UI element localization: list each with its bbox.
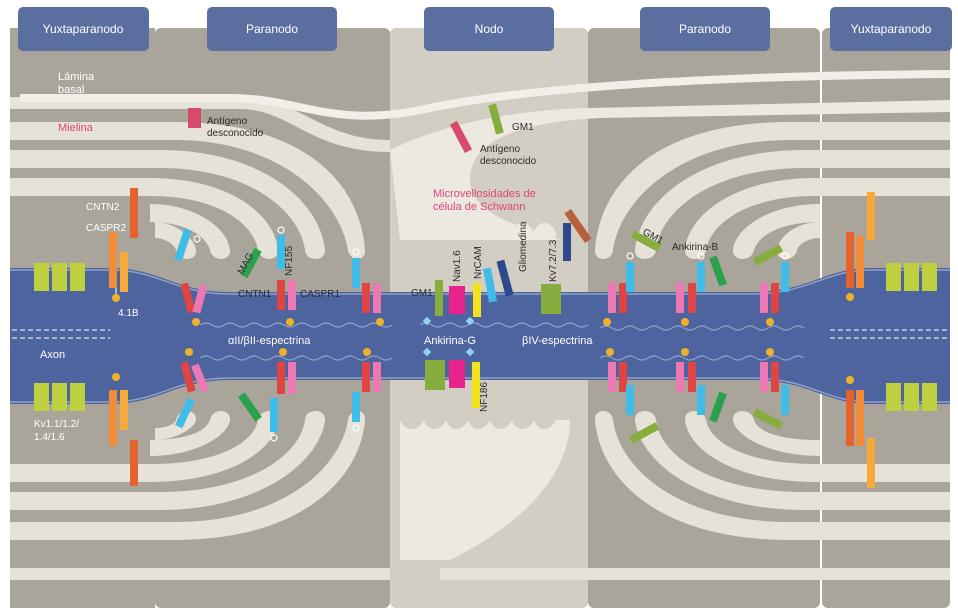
axon-body	[10, 268, 950, 404]
header-paranodo-right-label: Paranodo	[679, 22, 731, 36]
caspr2-cntn2-right-bottom	[846, 376, 875, 488]
label-mielina: Mielina	[58, 122, 94, 134]
label-caspr2: CASPR2	[86, 223, 126, 234]
header-yuxta-right	[830, 7, 952, 51]
label-cntn2: CNTN2	[86, 202, 120, 213]
schwann-sheet-top	[390, 100, 950, 240]
header-yuxta-left-label: Yuxtaparanodo	[43, 22, 124, 36]
spectrin-waves	[199, 322, 805, 361]
label-lamina-1: Lámina	[58, 71, 95, 83]
label-cntn1: CNTN1	[238, 289, 272, 300]
label-gm1-node-axon: GM1	[411, 288, 433, 299]
myelin-top-right	[594, 122, 950, 259]
header-yuxta-left	[18, 7, 149, 51]
myelin-bottom-left	[10, 411, 390, 580]
label-caspr1: CASPR1	[300, 289, 340, 300]
label-ankirina-b: Ankirina-B	[672, 242, 718, 253]
label-kv-1: Kv1.1/1.2/	[34, 419, 79, 430]
label-gliomedina: Gliomedina	[518, 221, 529, 272]
label-antigeno-node-1: Antígeno	[480, 144, 520, 155]
caspr2-cntn2-left-top	[109, 188, 138, 302]
paranode-right-top-proteins	[603, 230, 789, 326]
label-nrcam: NrCAM	[473, 246, 484, 279]
caspr2-cntn2-left-bottom	[109, 373, 138, 486]
paranode-left-bottom-proteins	[175, 348, 381, 442]
kv-channel-left-bottom	[34, 383, 85, 411]
ankirina-g-diamonds	[422, 316, 475, 357]
label-antigeno-left-2: desconocido	[207, 128, 264, 139]
axon-membrane-bottom	[10, 377, 950, 403]
node-bottom-lamella	[440, 568, 590, 580]
label-kv73: Kv7.2/7.3	[548, 239, 559, 282]
label-microvellosidades-1: Microvellosidades de	[433, 188, 536, 200]
label-nf186: NF186	[479, 382, 490, 412]
label-antigeno-left-1: Antígeno	[207, 116, 247, 127]
header-yuxta-right-label: Yuxtaparanodo	[851, 22, 932, 36]
label-antigeno-node-2: desconocido	[480, 156, 537, 167]
kv-channel-left-top	[34, 263, 85, 291]
microvilli-top	[400, 223, 556, 240]
lamina-basal-line	[20, 70, 951, 120]
label-nav16: Nav1.6	[452, 250, 463, 282]
label-gm1-node-top: GM1	[512, 122, 534, 133]
header-nodo	[424, 7, 554, 51]
header-paranodo-left	[207, 7, 337, 51]
diagram-labels: Lámina basal Mielina Antígeno desconocid…	[34, 71, 718, 443]
kv-channel-right-bottom	[886, 383, 937, 411]
paranode-right-bottom-proteins	[606, 348, 789, 444]
node-proteins	[188, 103, 592, 408]
label-spectrin-ab: αII/βII-espectrina	[228, 335, 311, 347]
caspr2-cntn2-right-top	[846, 192, 875, 301]
region-headers: Yuxtaparanodo Paranodo Nodo Paranodo Yux…	[18, 7, 952, 51]
label-axon: Axon	[40, 349, 65, 361]
kv-channel-right-top	[886, 263, 937, 291]
header-nodo-label: Nodo	[475, 22, 504, 36]
label-nf155: NF155	[284, 246, 295, 276]
myelin-bottom-right	[590, 411, 950, 580]
paranode-left-top-proteins	[174, 226, 384, 326]
label-41b: 4.1B	[118, 308, 139, 319]
label-spectrin-biv: βIV-espectrina	[522, 335, 593, 347]
label-kv-2: 1.4/1.6	[34, 432, 65, 443]
label-microvellosidades-2: célula de Schwann	[433, 201, 525, 213]
axon-dashed-lines	[12, 329, 948, 339]
schwann-sheet-bottom	[400, 420, 570, 560]
header-paranodo-left-label: Paranodo	[246, 22, 298, 36]
myelin-top-left	[10, 97, 390, 259]
label-ankirina-g: Ankirina-G	[424, 335, 476, 347]
header-paranodo-right	[640, 7, 770, 51]
label-lamina-2: basal	[58, 84, 84, 96]
